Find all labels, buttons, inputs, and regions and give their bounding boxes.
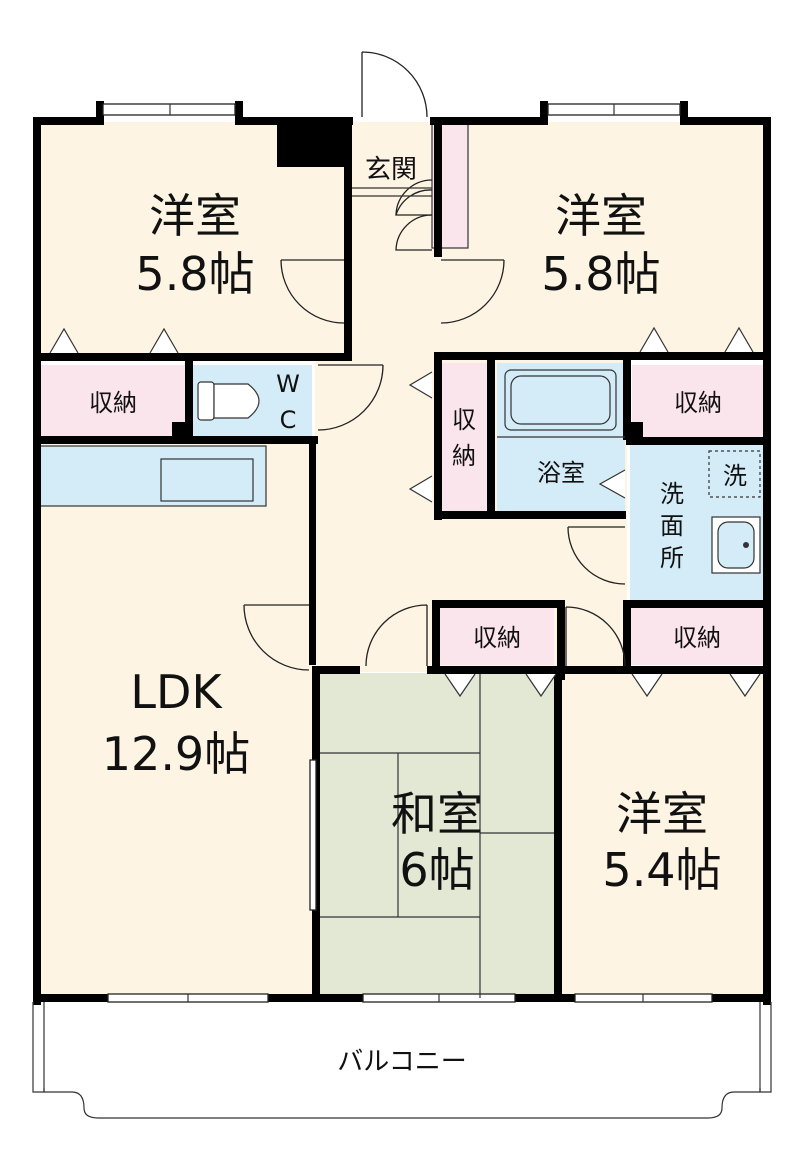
room-western-se-floor	[562, 672, 766, 998]
balcony-label: バルコニー	[337, 1047, 466, 1077]
tatami-lines	[320, 674, 554, 998]
fixtures	[197, 369, 761, 574]
storage-ne-fill	[632, 365, 766, 438]
storage-jp-label: 収納	[473, 624, 521, 652]
doors	[243, 51, 626, 671]
washer-space	[708, 450, 761, 498]
room-western-se-size: 5.4帖	[602, 843, 721, 897]
tatami-floor	[318, 673, 558, 998]
japanese-room-size: 6帖	[399, 843, 474, 897]
storage-nw-fill	[40, 365, 186, 438]
storage-se-label: 収納	[673, 624, 721, 652]
storage-ne-label: 収納	[674, 389, 722, 417]
storage-hall-fill	[440, 363, 488, 511]
room-western-se-name: 洋室	[616, 787, 708, 841]
washroom-label-2: 面	[660, 512, 684, 540]
storage-se-fill	[630, 607, 766, 665]
ldk-floor	[40, 440, 312, 998]
washroom-label-1: 洗	[660, 480, 684, 508]
windows	[102, 103, 713, 1003]
ldk-name: LDK	[130, 665, 223, 719]
washer-label: 洗	[723, 462, 747, 490]
toilet-label-c: C	[280, 406, 297, 434]
room-western-nw-size: 5.8帖	[135, 247, 254, 301]
room-western-ne-size: 5.8帖	[541, 247, 660, 301]
room-western-ne-name: 洋室	[555, 189, 647, 243]
storage-nw-label: 収納	[89, 389, 137, 417]
storage-hall-label-1: 収	[452, 406, 476, 434]
washroom-label-3: 所	[660, 544, 684, 572]
storage-hall-label-2: 納	[452, 442, 476, 470]
closet-markers	[49, 326, 761, 698]
toilet-label-w: W	[276, 370, 300, 398]
japanese-room-name: 和室	[391, 787, 483, 841]
labels: 洋室 5.8帖 洋室 5.8帖 玄関 収納 収納 収 納 収納 収納 W C 浴…	[89, 155, 747, 1077]
toilet-fixture	[197, 381, 260, 421]
storage-jp-fill	[440, 607, 554, 665]
balcony-outline	[32, 1002, 772, 1119]
wash-basin-fixture	[711, 516, 761, 574]
entrance-label: 玄関	[365, 155, 417, 185]
kitchen-sink	[160, 458, 254, 502]
bathtub-fixture	[497, 369, 625, 438]
bathroom-label: 浴室	[537, 459, 585, 487]
ldk-size: 12.9帖	[102, 727, 250, 781]
room-western-nw-name: 洋室	[149, 189, 241, 243]
